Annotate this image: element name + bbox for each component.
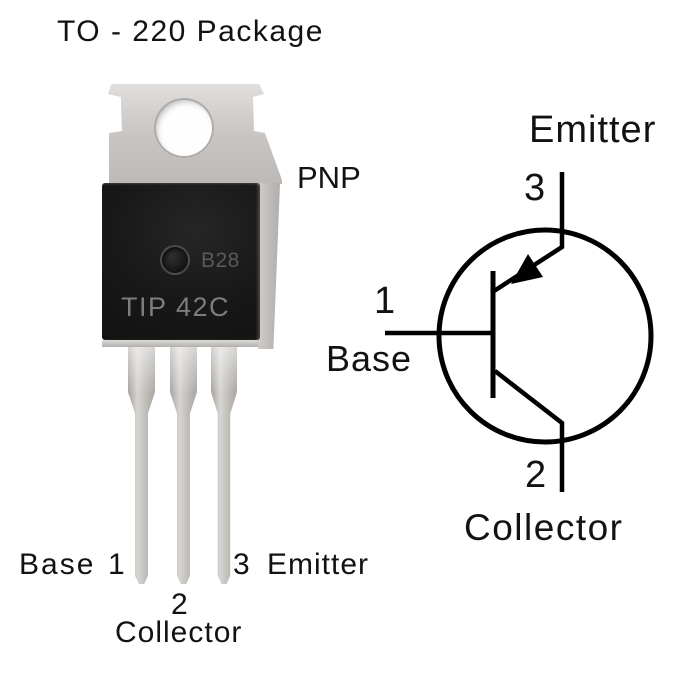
emitter-arrow-icon [511,254,543,284]
body-bottom-edge [102,340,258,347]
pin1-number-label: 1 [108,548,125,581]
schematic-pin2-number: 2 [525,454,547,496]
lead-highlight [128,344,155,394]
schematic-emitter-label: Emitter [529,109,657,151]
pin3-name-label: Emitter [267,548,370,581]
schematic-pin1-number: 1 [374,280,396,322]
schematic-base-label: Base [326,338,413,379]
transistor-type-label: PNP [297,160,361,195]
mounting-hole [154,98,214,158]
lead-highlight [211,344,237,394]
page-title: TO - 220 Package [57,15,324,48]
pin2-name-label: Collector [115,616,243,649]
lead-highlight [170,344,197,394]
symbol-circle [436,227,654,445]
lead-1-base [128,344,155,584]
pin1-name-label: Base [19,548,96,581]
pin3-number-label: 3 [233,548,250,581]
schematic-pin3-number: 3 [524,167,546,209]
lead-2-collector [170,344,197,584]
schematic-collector-label: Collector [464,507,624,548]
metal-tab-edge [258,183,280,349]
manufacturer-logo-icon [160,245,190,275]
pin2-number-label: 2 [171,588,188,621]
marking-code: B28 [201,249,240,272]
part-number: TIP 42C [121,292,231,322]
